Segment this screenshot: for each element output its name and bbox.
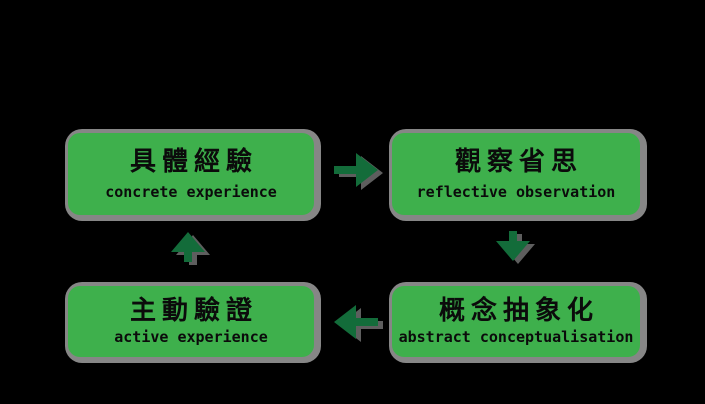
box-abstract-conceptualisation-label-zh: 概念抽象化 bbox=[438, 296, 599, 326]
box-abstract-conceptualisation-label-en: abstract conceptualisation bbox=[398, 328, 634, 346]
box-concrete-experience: 具體經驗 concrete experience bbox=[68, 133, 314, 215]
box-active-experience: 主動驗證 active experience bbox=[68, 286, 314, 357]
arrow-up-icon bbox=[171, 232, 205, 262]
box-concrete-experience-label-en: concrete experience bbox=[105, 182, 277, 201]
box-reflective-observation-label-zh: 觀察省思 bbox=[454, 146, 583, 177]
box-concrete-experience-label-zh: 具體經驗 bbox=[129, 146, 258, 177]
box-reflective-observation-label-en: reflective observation bbox=[416, 182, 616, 201]
arrow-right-icon bbox=[334, 153, 378, 187]
box-active-experience-label-zh: 主動驗證 bbox=[129, 296, 258, 326]
box-reflective-observation: 觀察省思 reflective observation bbox=[392, 133, 640, 215]
arrow-left-icon bbox=[334, 305, 378, 339]
box-active-experience-label-en: active experience bbox=[114, 328, 268, 346]
box-abstract-conceptualisation: 概念抽象化 abstract conceptualisation bbox=[392, 286, 640, 357]
arrow-down-icon bbox=[496, 231, 530, 261]
